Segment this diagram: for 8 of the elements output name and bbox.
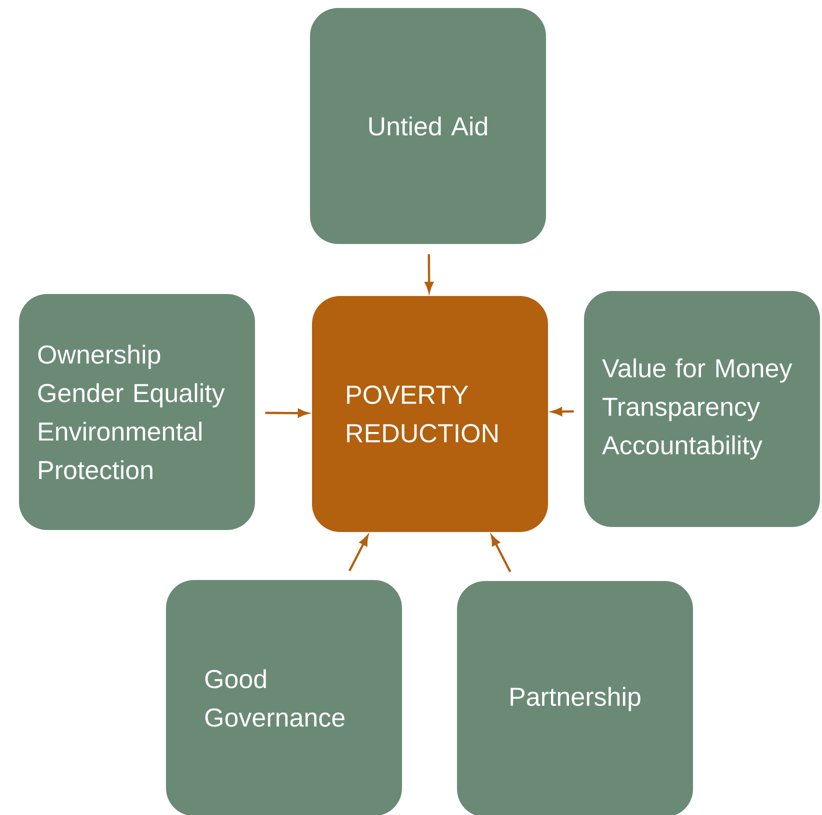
process-box: Partnership — [457, 581, 693, 815]
process-box: Value for Money Transparency Accountability — [584, 291, 820, 527]
arrow — [348, 535, 368, 572]
process-box: Untied Aid — [310, 8, 546, 244]
process-box: POVERTY REDUCTION — [312, 296, 548, 532]
process-box: Good Governance — [166, 580, 402, 815]
arrow — [490, 535, 512, 572]
process-box: Ownership Gender Equality Environmental Protection — [19, 294, 255, 530]
